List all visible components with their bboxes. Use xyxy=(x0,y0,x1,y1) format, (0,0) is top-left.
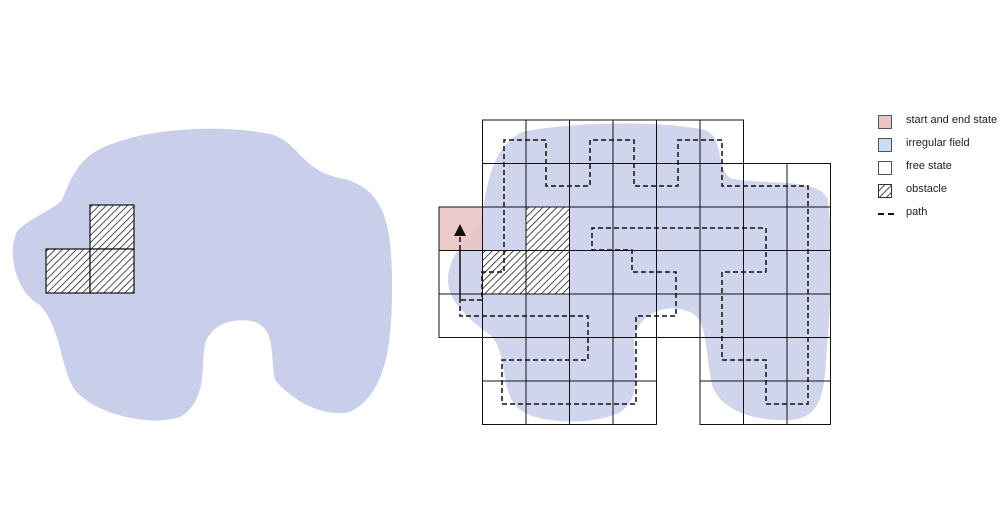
obstacle-cell xyxy=(525,250,570,295)
legend-label: path xyxy=(906,206,928,218)
obstacle-swatch xyxy=(878,184,892,198)
legend: start and end state irregular field free… xyxy=(878,113,1006,228)
irregular-field-left xyxy=(12,128,393,421)
obstacle-cell xyxy=(89,204,135,250)
obstacle-cell xyxy=(45,248,91,294)
legend-label: start and end state xyxy=(906,114,998,126)
legend-item-free: free state xyxy=(878,159,1006,182)
left-panel xyxy=(12,128,393,421)
legend-item-obstacle: obstacle xyxy=(878,182,1006,205)
coverage-path xyxy=(454,139,809,405)
obstacle-cell xyxy=(525,206,570,251)
path-swatch xyxy=(878,213,894,215)
obstacle-left xyxy=(45,204,135,294)
free-swatch xyxy=(878,161,892,175)
legend-item-start: start and end state xyxy=(878,113,1006,136)
free-cell xyxy=(612,380,657,425)
start-end-cell xyxy=(438,206,483,251)
start-swatch xyxy=(878,115,892,129)
legend-label: free state xyxy=(906,160,952,172)
legend-label: obstacle xyxy=(906,183,947,195)
legend-item-field: irregular field xyxy=(878,136,1006,159)
obstacle-cell xyxy=(89,248,135,294)
right-panel xyxy=(438,119,832,425)
irregular-field-right xyxy=(448,123,832,422)
legend-item-path: path xyxy=(878,205,1006,228)
field-swatch xyxy=(878,138,892,152)
legend-label: irregular field xyxy=(906,137,970,149)
